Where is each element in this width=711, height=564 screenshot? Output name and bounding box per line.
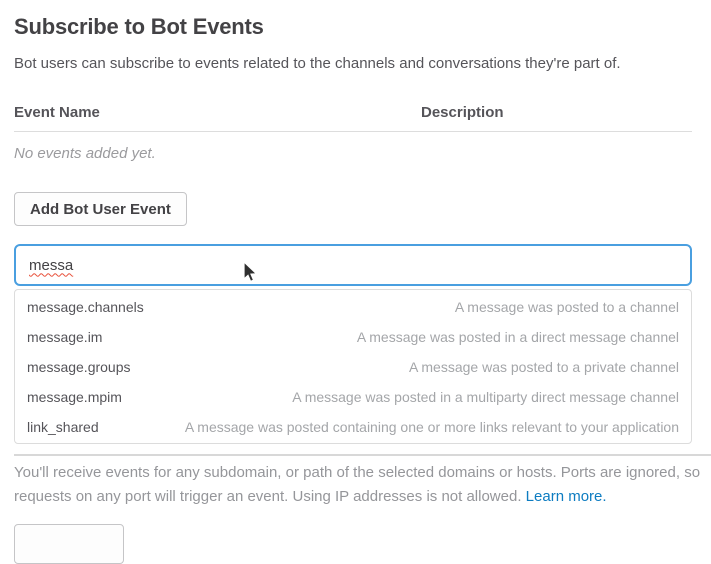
event-search-input-value: messa [29,256,74,274]
subscribe-bot-events-section: Subscribe to Bot Events Bot users can su… [14,14,711,564]
learn-more-link[interactable]: Learn more. [525,488,607,505]
suggestion-message-channels[interactable]: message.channels A message was posted to… [15,292,691,322]
event-search-input[interactable]: messa [14,244,692,286]
suggestion-description: A message was posted in a multiparty dir… [292,389,679,405]
suggestion-message-mpim[interactable]: message.mpim A message was posted in a m… [15,382,691,412]
table-header-divider [14,131,692,132]
empty-events-message: No events added yet. [14,145,156,162]
section-description: Bot users can subscribe to events relate… [14,55,621,72]
suggestion-description: A message was posted containing one or m… [184,419,679,435]
column-header-description: Description [421,104,504,121]
partial-cutoff-button[interactable] [14,524,124,564]
suggestion-name: link_shared [27,419,99,435]
page-title: Subscribe to Bot Events [14,14,264,39]
suggestion-message-groups[interactable]: message.groups A message was posted to a… [15,352,691,382]
event-suggestions-dropdown: message.channels A message was posted to… [14,289,692,444]
suggestion-name: message.im [27,329,103,345]
suggestion-description: A message was posted in a direct message… [356,329,679,345]
column-header-event-name: Event Name [14,104,100,121]
suggestion-link-shared[interactable]: link_shared A message was posted contain… [15,412,691,442]
domains-help-line2: requests on any port will trigger an eve… [14,488,607,505]
suggestion-description: A message was posted to a channel [454,299,679,315]
add-bot-user-event-button[interactable]: Add Bot User Event [14,192,187,226]
suggestion-name: message.groups [27,359,131,375]
domains-help-line1: You'll receive events for any subdomain,… [14,464,701,481]
suggestion-name: message.channels [27,299,144,315]
suggestion-message-im[interactable]: message.im A message was posted in a dir… [15,322,691,352]
suggestion-name: message.mpim [27,389,122,405]
section-divider [14,454,711,456]
suggestion-description: A message was posted to a private channe… [408,359,679,375]
domains-help-text: You'll receive events for any subdomain,… [14,461,704,509]
